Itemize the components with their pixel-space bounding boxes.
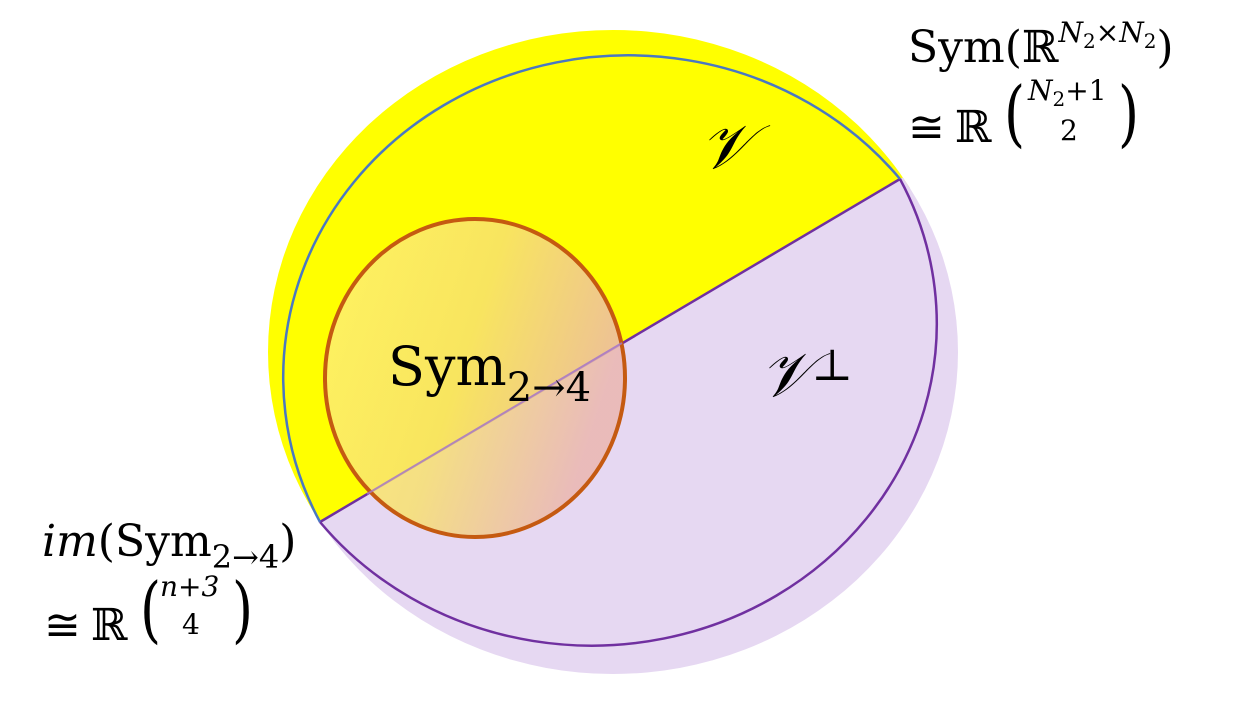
svg-text:im(Sym2→4): im(Sym2→4) [42,516,296,576]
center-label: Sym2→4 [388,335,591,411]
outer-boundary-top [282,54,901,523]
inner-dividing-line [366,342,623,495]
svg-text:): ) [1118,72,1139,156]
ambient-space-label: Sym(ℝN2×N2) ≅ℝ ( ) N2+1 2 [908,16,1174,156]
svg-text:n+3: n+3 [160,570,219,603]
svg-text:2: 2 [1060,114,1078,147]
svg-text:≅ℝ: ≅ℝ [44,600,128,651]
svg-text:(: ( [140,568,161,652]
outer-boundary-bottom [319,178,938,647]
inner-circle [323,217,627,539]
svg-text:N2+1: N2+1 [1027,74,1107,111]
svg-text:4: 4 [182,608,200,641]
svg-text:≅ℝ: ≅ℝ [908,102,992,153]
svg-text:Sym(ℝN2×N2): Sym(ℝN2×N2) [908,16,1174,73]
image-label: im(Sym2→4) ≅ℝ ( ) n+3 4 [42,516,296,652]
svg-text:(: ( [1004,72,1025,156]
svg-text:): ) [232,568,253,652]
